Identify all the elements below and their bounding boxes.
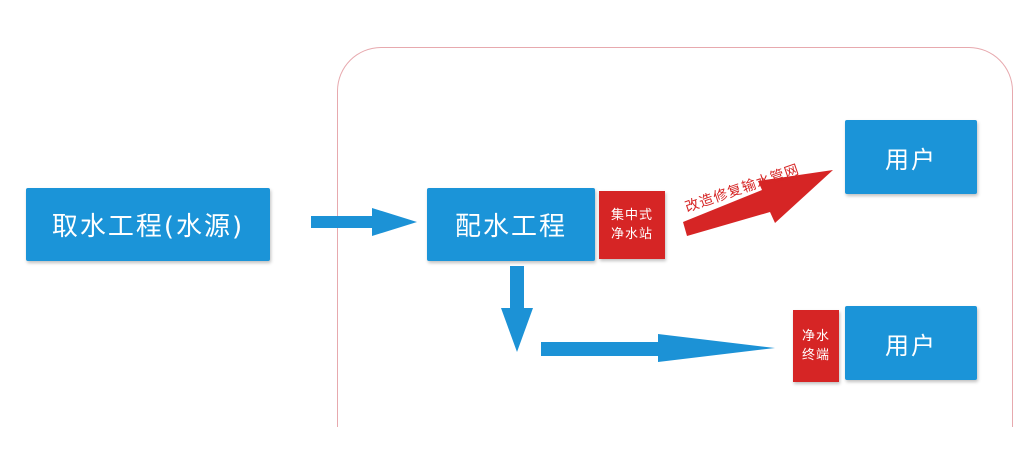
user-box-top: 用户 — [845, 120, 977, 194]
arrow-pipe-to-top-user — [683, 170, 833, 236]
user-top-label: 用户 — [885, 145, 937, 174]
terminal-tag-line1: 净水 — [801, 329, 830, 344]
distribution-box: 配水工程 — [427, 188, 595, 261]
station-tag-line1: 集中式 — [610, 208, 653, 223]
user-bottom-label: 用户 — [885, 331, 937, 360]
arrow-distribution-down — [501, 266, 533, 352]
terminal-tag: 净水 终端 — [793, 310, 839, 382]
arrow-source-to-distribution — [311, 208, 417, 236]
source-label: 取水工程(水源) — [51, 212, 245, 242]
station-tag: 集中式 净水站 — [599, 191, 665, 259]
system-boundary-frame — [337, 47, 1013, 427]
source-box: 取水工程(水源) — [26, 188, 270, 261]
station-tag-line2: 净水站 — [610, 227, 653, 242]
distribution-label: 配水工程 — [454, 212, 567, 242]
user-box-bottom: 用户 — [845, 306, 977, 380]
arrow-to-bottom-user — [541, 334, 775, 362]
terminal-tag-line2: 终端 — [801, 348, 830, 363]
